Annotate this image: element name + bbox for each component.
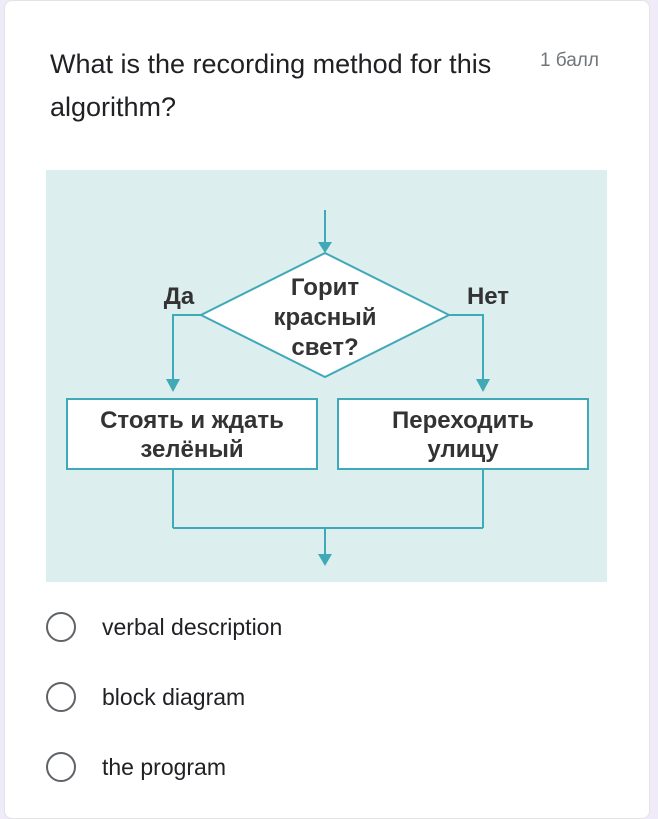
no-label: Нет: [467, 283, 509, 310]
condition-line-3: свет?: [291, 334, 358, 361]
points-label: 1 балл: [539, 50, 599, 71]
yes-label: Да: [164, 283, 195, 310]
flowchart-arrowheads: [166, 242, 490, 566]
exit-arrow-icon: [318, 554, 332, 566]
yes-action-line-1: Стоять и ждать: [100, 407, 284, 434]
no-branch-line: [449, 314, 484, 380]
entry-arrow-icon: [318, 242, 332, 253]
flowchart-svg: Горит красный свет? Да Нет Стоять и ждат…: [66, 210, 589, 566]
option-label: the program: [102, 753, 227, 780]
option-the-program[interactable]: the program: [46, 745, 446, 789]
no-arrow-icon: [476, 379, 490, 392]
condition-diamond: [198, 251, 452, 379]
condition-line-1: Горит: [291, 274, 359, 301]
flowchart-lines: [172, 210, 484, 555]
option-verbal-description[interactable]: verbal description: [46, 605, 446, 649]
option-label: verbal description: [102, 613, 283, 640]
no-action-line-1: Переходить: [392, 407, 534, 434]
condition-line-2: красный: [273, 304, 376, 331]
option-label: block diagram: [102, 683, 246, 710]
question-title: What is the recording method for this al…: [50, 49, 492, 122]
yes-arrow-icon: [166, 379, 180, 392]
no-action-box: [337, 398, 589, 470]
radio-button[interactable]: [46, 682, 76, 712]
radio-button[interactable]: [46, 612, 76, 642]
yes-action-box: [66, 398, 318, 470]
yes-action-line-2: зелёный: [140, 436, 243, 463]
radio-button[interactable]: [46, 752, 76, 782]
yes-branch-line: [172, 314, 201, 380]
flowchart-image: Горит красный свет? Да Нет Стоять и ждат…: [46, 170, 607, 582]
no-action-line-2: улицу: [427, 436, 499, 463]
option-block-diagram[interactable]: block diagram: [46, 675, 446, 719]
